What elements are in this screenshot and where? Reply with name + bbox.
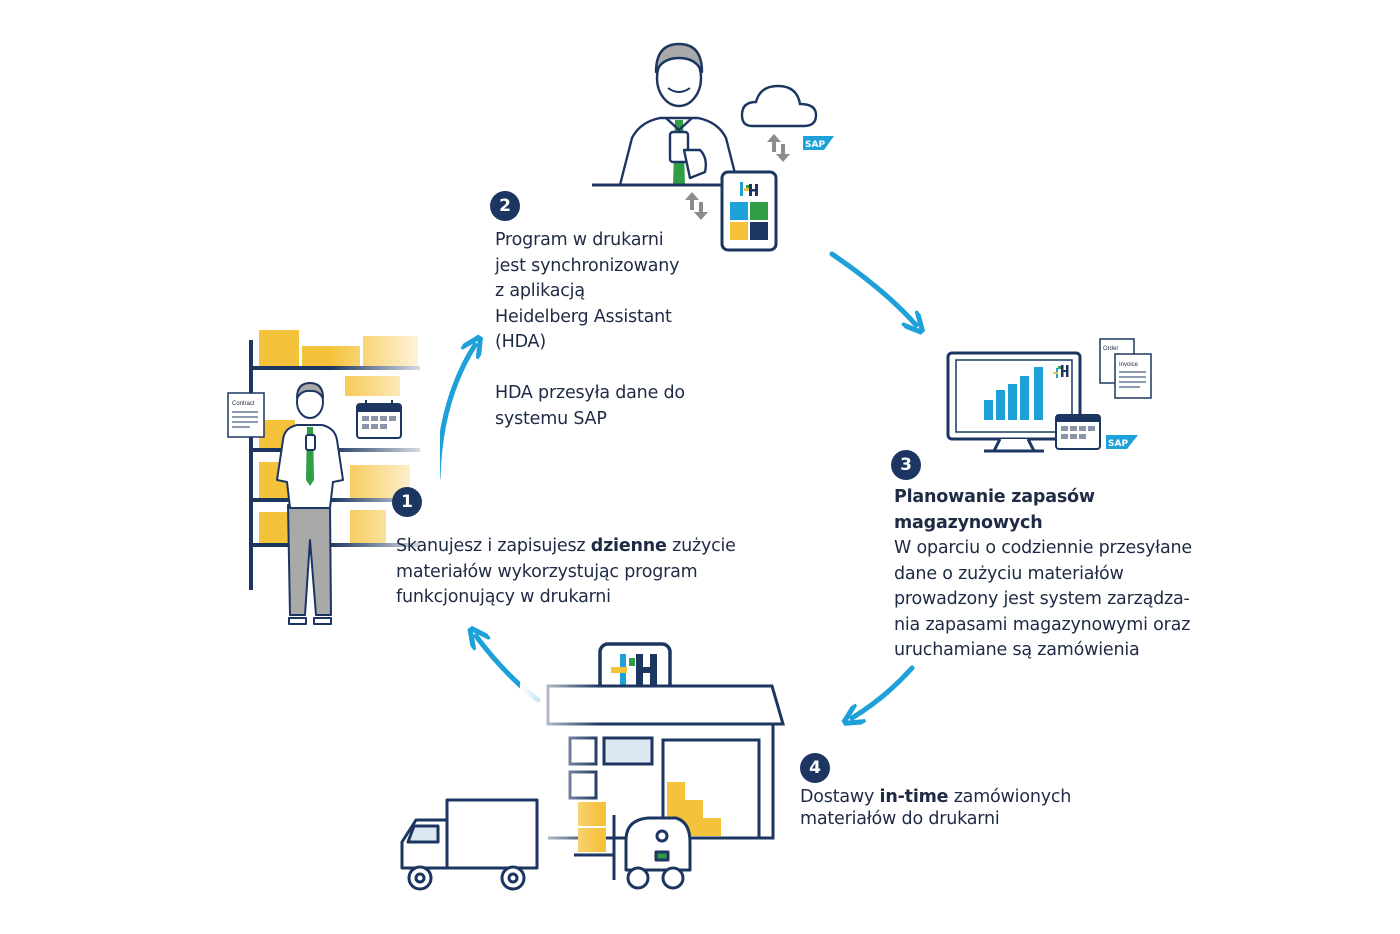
delivery-scene bbox=[400, 642, 785, 891]
sync-arrows-icon bbox=[685, 134, 790, 220]
step-2-text-sap: HDA przesyła dane do systemu SAP bbox=[495, 383, 685, 429]
forklift-icon bbox=[574, 815, 692, 890]
hda-tablet-icon bbox=[720, 170, 778, 252]
arrow-3-to-4 bbox=[852, 665, 915, 718]
step-4-text-before: Dostawy bbox=[800, 787, 880, 807]
step-3-badge: 3 bbox=[891, 450, 921, 480]
inventory-planning-scene: SAP Order Invoice bbox=[946, 338, 1152, 453]
shelf-scene: Contract bbox=[227, 320, 440, 625]
cloud-icon bbox=[740, 84, 818, 128]
step-1-text-before: Skanujesz i zapisujesz bbox=[396, 536, 591, 556]
contract-document-icon: Contract bbox=[227, 392, 265, 438]
step-2-text: Program w drukarni jest synchronizowany … bbox=[495, 230, 680, 352]
sap-logo-icon: SAP bbox=[1106, 435, 1138, 449]
step-1-text-after: zużycie materiałów wykorzystując program… bbox=[396, 536, 736, 607]
office-worker-figure bbox=[618, 42, 740, 187]
order-label: Order bbox=[1103, 346, 1118, 352]
calendar-icon bbox=[356, 400, 402, 439]
delivery-truck-icon bbox=[400, 798, 539, 891]
step-4-text-bold: in-time bbox=[879, 787, 949, 807]
step-4-text-after: zamówionych materiałów do drukarni bbox=[800, 787, 1072, 829]
bar-chart-graphic bbox=[984, 367, 1043, 420]
worker-figure bbox=[276, 382, 344, 625]
step-2-badge: 2 bbox=[490, 191, 520, 221]
invoice-label: Invoice bbox=[1119, 362, 1139, 368]
step-4-text: Dostawy in-time zamówionych materiałów d… bbox=[800, 786, 1130, 830]
step-1-text-bold: dzienne bbox=[590, 536, 667, 556]
arrow-1-to-2 bbox=[435, 345, 475, 481]
step-3-text: W oparciu o codziennie przesyłane dane o… bbox=[894, 538, 1192, 660]
step-3-title: Planowanie zapasów magazynowych bbox=[894, 487, 1095, 533]
sap-logo-icon: SAP bbox=[803, 136, 834, 150]
arrow-2-to-3 bbox=[829, 251, 916, 325]
step-1-badge: 1 bbox=[392, 487, 422, 517]
contract-label: Contract bbox=[232, 401, 255, 407]
invoice-document-icon: Invoice bbox=[1114, 353, 1152, 399]
sap-label: SAP bbox=[805, 140, 825, 150]
sap-label: SAP bbox=[1108, 439, 1128, 449]
hda-sync-scene: SAP bbox=[592, 42, 834, 252]
calendar-small-icon bbox=[1055, 414, 1101, 450]
step-4-badge: 4 bbox=[800, 753, 830, 783]
h-logo-mini-icon bbox=[1053, 365, 1069, 378]
step-1-text: Skanujesz i zapisujesz dzienne zużycie m… bbox=[396, 534, 796, 611]
